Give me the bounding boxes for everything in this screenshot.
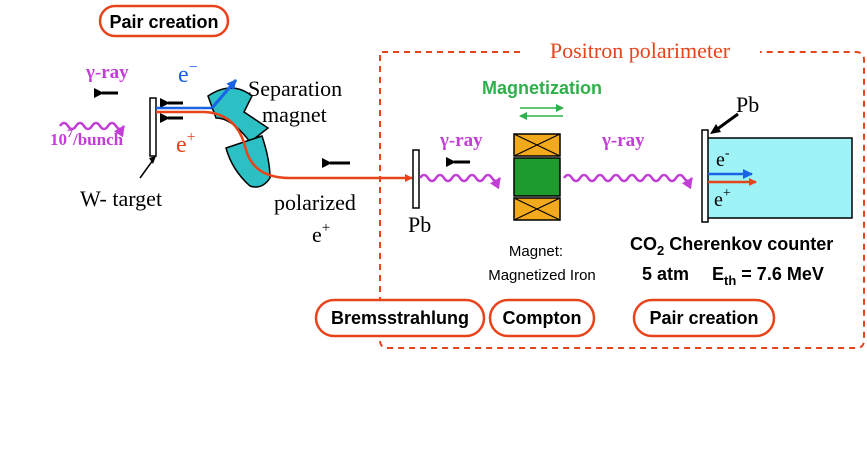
gamma-ray-mid-wave <box>418 173 502 190</box>
bunch-label: 107/bunch <box>50 126 124 149</box>
gamma-ray-left-wave <box>58 121 126 138</box>
cherenkov-counter-box <box>705 137 853 219</box>
gamma-ray-right-wave <box>562 173 694 190</box>
separation-magnet-upper <box>207 87 270 144</box>
e-minus-left-label: e− <box>178 59 198 88</box>
pair-creation-top-badge <box>98 4 230 38</box>
w-target-plate <box>149 97 157 157</box>
pb-right-label: Pb <box>736 92 759 117</box>
polarimeter-box <box>379 51 865 349</box>
cherenkov-counter-label: CO2 Cherenkov counter <box>630 234 833 258</box>
positron-polarimeter-label: Positron polarimeter <box>550 38 731 63</box>
e-plus-right-label: e+ <box>714 186 731 211</box>
magnetization-label: Magnetization <box>482 78 602 98</box>
gamma-ray-left-label: γ-ray <box>85 62 129 83</box>
separation-magnet-lower <box>225 135 271 188</box>
compton-label: Compton <box>503 308 582 328</box>
polarized-label: polarized <box>274 190 356 215</box>
magnet-label-2: Magnetized Iron <box>488 267 596 284</box>
magnet-coil-bottom <box>513 197 561 221</box>
w-target-label: W- target <box>80 186 162 211</box>
electron-escape-arrow <box>210 79 238 109</box>
pair-creation-bottom-label: Pair creation <box>649 308 758 328</box>
magnet-label-1: Magnet: <box>509 243 563 260</box>
compton-badge <box>488 298 596 338</box>
positron-path <box>204 110 413 182</box>
pair-creation-top-label: Pair creation <box>109 12 218 32</box>
magnet-coil-top <box>513 133 561 157</box>
separation-magnet-label-2: magnet <box>262 102 327 127</box>
w-target-pointer <box>139 159 154 179</box>
pressure-label: 5 atm <box>642 264 689 284</box>
pb-plate-right <box>701 129 709 223</box>
magnetized-iron-core <box>513 157 561 197</box>
polarized-e-label: e+ <box>312 220 330 247</box>
e-minus-right-label: e- <box>716 146 730 171</box>
threshold-energy-label: Eth = 7.6 MeV <box>712 264 824 288</box>
bremsstrahlung-label: Bremsstrahlung <box>331 308 469 328</box>
pb-left-label: Pb <box>408 212 431 237</box>
separation-magnet-label-1: Separation <box>248 76 342 101</box>
pair-creation-bottom-badge <box>632 298 776 338</box>
gamma-ray-right-label: γ-ray <box>601 130 645 151</box>
e-plus-left-label: e+ <box>176 129 196 158</box>
pb-plate-left <box>412 149 420 209</box>
pb-right-pointer <box>715 112 739 132</box>
bremsstrahlung-badge <box>314 298 486 338</box>
gamma-ray-mid-label: γ-ray <box>439 130 483 151</box>
